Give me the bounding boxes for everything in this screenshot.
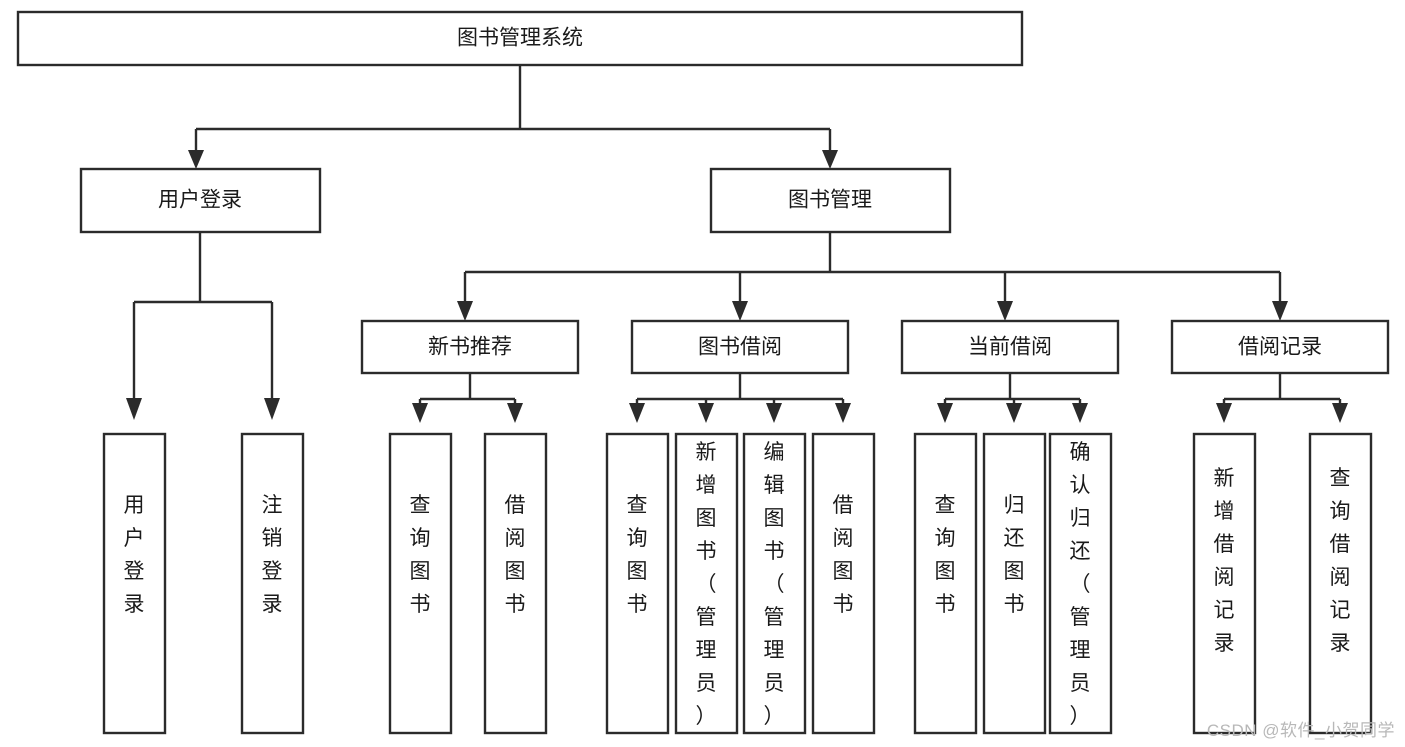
arrow-leaf-edit-book [766, 403, 782, 423]
node-book-management[interactable]: 图书管理 [709, 167, 952, 234]
node-leaf-edit-book-label: 编辑图书（管理员） [764, 441, 785, 728]
node-leaf-edit-book-box [742, 432, 807, 735]
node-leaf-query-book-recommend[interactable]: 查询图书 [388, 432, 453, 735]
node-current-borrow-box [900, 319, 1120, 375]
arrow-leaf-query-book-a [412, 403, 428, 423]
node-leaf-query-book-recommend-box [388, 432, 453, 735]
node-leaf-add-borrow-record-label: 新增借阅记录 [1214, 467, 1235, 655]
node-leaf-confirm-return-box [1048, 432, 1113, 735]
node-leaf-confirm-return-label: 确认归还（管理员） [1070, 441, 1091, 728]
arrow-leaf-query-book-b [629, 403, 645, 423]
node-leaf-borrow-book-recommend[interactable]: 借阅图书 [483, 432, 548, 735]
node-leaf-query-borrow-record[interactable]: 查询借阅记录 [1308, 432, 1373, 735]
arrow-to-current [997, 301, 1013, 321]
node-borrow-record[interactable]: 借阅记录 [1170, 319, 1390, 375]
node-leaf-query-book-current-box [913, 432, 978, 735]
node-root-box [16, 10, 1024, 67]
node-new-book-recommend[interactable]: 新书推荐 [360, 319, 580, 375]
node-current-borrow-label: 当前借阅 [968, 336, 1052, 359]
arrow-leaf-add-record [1216, 403, 1232, 423]
arrow-leaf-confirm-return [1072, 403, 1088, 423]
node-leaf-confirm-return[interactable]: 确认归还（管理员） [1048, 432, 1113, 735]
node-leaf-query-book-recommend-label: 查询图书 [410, 494, 431, 616]
node-leaf-user-login[interactable]: 用户登录 [102, 432, 167, 735]
node-leaf-query-book-current-label: 查询图书 [935, 494, 956, 616]
node-leaf-return-book-box [982, 432, 1047, 735]
arrow-to-borrow [732, 301, 748, 321]
node-leaf-query-book-current[interactable]: 查询图书 [913, 432, 978, 735]
arrow-to-book-manage [822, 150, 838, 169]
node-leaf-return-book[interactable]: 归还图书 [982, 432, 1047, 735]
arrow-leaf-logout [264, 398, 280, 420]
arrow-to-newbook [457, 301, 473, 321]
node-leaf-borrow-book-box [811, 432, 876, 735]
node-leaf-add-book[interactable]: 新增图书（管理员） [674, 432, 739, 735]
node-leaf-edit-book[interactable]: 编辑图书（管理员） [742, 432, 807, 735]
node-current-borrow[interactable]: 当前借阅 [900, 319, 1120, 375]
node-leaf-logout-label: 注销登录 [262, 494, 283, 616]
node-book-management-box [709, 167, 952, 234]
node-leaf-query-borrow-record-label: 查询借阅记录 [1330, 467, 1351, 655]
node-new-book-recommend-label: 新书推荐 [428, 336, 512, 359]
node-book-borrow-box [630, 319, 850, 375]
node-leaf-query-book-borrow-label: 查询图书 [627, 494, 648, 616]
node-leaf-query-book-borrow-box [605, 432, 670, 735]
node-user-login-label: 用户登录 [158, 189, 242, 212]
node-leaf-add-borrow-record-box [1192, 432, 1257, 735]
node-leaf-logout-box [240, 432, 305, 735]
node-user-login[interactable]: 用户登录 [79, 167, 322, 234]
edge-group [126, 65, 1348, 423]
node-root-system[interactable]: 图书管理系统 [16, 10, 1024, 67]
node-leaf-borrow-book-label: 借阅图书 [833, 494, 854, 616]
node-user-login-box [79, 167, 322, 234]
arrow-leaf-add-book [698, 403, 714, 423]
node-leaf-borrow-book[interactable]: 借阅图书 [811, 432, 876, 735]
node-book-borrow-label: 图书借阅 [698, 336, 782, 359]
arrow-leaf-borrow-book-a [507, 403, 523, 423]
arrow-leaf-user-login [126, 398, 142, 420]
node-leaf-add-book-box [674, 432, 739, 735]
node-leaf-borrow-book-recommend-label: 借阅图书 [505, 494, 526, 616]
node-new-book-recommend-box [360, 319, 580, 375]
arrow-to-record [1272, 301, 1288, 321]
node-borrow-record-label: 借阅记录 [1238, 336, 1322, 359]
arrow-to-user-login [188, 150, 204, 169]
node-book-management-label: 图书管理 [788, 189, 872, 212]
node-root-label: 图书管理系统 [457, 27, 583, 50]
node-leaf-query-book-borrow[interactable]: 查询图书 [605, 432, 670, 735]
arrow-leaf-return-book [1006, 403, 1022, 423]
node-leaf-borrow-book-recommend-box [483, 432, 548, 735]
node-leaf-add-borrow-record[interactable]: 新增借阅记录 [1192, 432, 1257, 735]
node-leaf-return-book-label: 归还图书 [1004, 494, 1025, 616]
node-leaf-add-book-label: 新增图书（管理员） [696, 441, 717, 728]
node-leaf-logout[interactable]: 注销登录 [240, 432, 305, 735]
arrow-leaf-query-book-c [937, 403, 953, 423]
arrow-leaf-query-record [1332, 403, 1348, 423]
arrow-leaf-borrow-book-b [835, 403, 851, 423]
node-book-borrow[interactable]: 图书借阅 [630, 319, 850, 375]
node-leaf-user-login-label: 用户登录 [124, 494, 145, 616]
node-leaf-query-borrow-record-box [1308, 432, 1373, 735]
node-leaf-user-login-box [102, 432, 167, 735]
node-borrow-record-box [1170, 319, 1390, 375]
